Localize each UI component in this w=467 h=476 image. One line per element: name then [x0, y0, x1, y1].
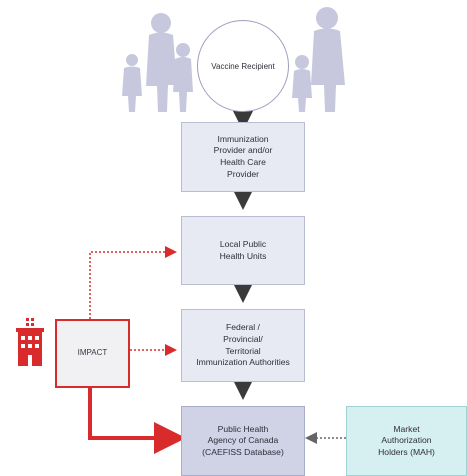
- impact-to-local-arrow: [89, 246, 177, 319]
- provider-box: Immunization Provider and/or Health Care…: [181, 122, 305, 192]
- impact-label: IMPACT: [77, 348, 108, 358]
- impact-to-phac-arrow: [88, 388, 186, 454]
- hospital-icon: [16, 316, 44, 366]
- phac-label: Public Health Agency of Canada (CAEFISS …: [202, 423, 284, 457]
- federal-provincial-label: Federal / Provincial/ Territorial Immuni…: [196, 322, 290, 368]
- local-public-health-label: Local Public Health Units: [219, 238, 267, 261]
- local-public-health-box: Local Public Health Units: [181, 216, 305, 285]
- mah-label: Market Authorization Holders (MAH): [378, 423, 435, 457]
- vaccine-recipient-node: Vaccine Recipient: [197, 20, 289, 112]
- provider-label: Immunization Provider and/or Health Care…: [213, 133, 273, 179]
- mah-box: Market Authorization Holders (MAH): [346, 406, 467, 476]
- people-silhouettes-icon: [122, 13, 193, 112]
- phac-box: Public Health Agency of Canada (CAEFISS …: [181, 406, 305, 476]
- vaccine-recipient-label: Vaccine Recipient: [211, 61, 275, 71]
- federal-provincial-box: Federal / Provincial/ Territorial Immuni…: [181, 309, 305, 382]
- impact-box: IMPACT: [55, 319, 130, 388]
- people-silhouettes-icon: [292, 7, 345, 112]
